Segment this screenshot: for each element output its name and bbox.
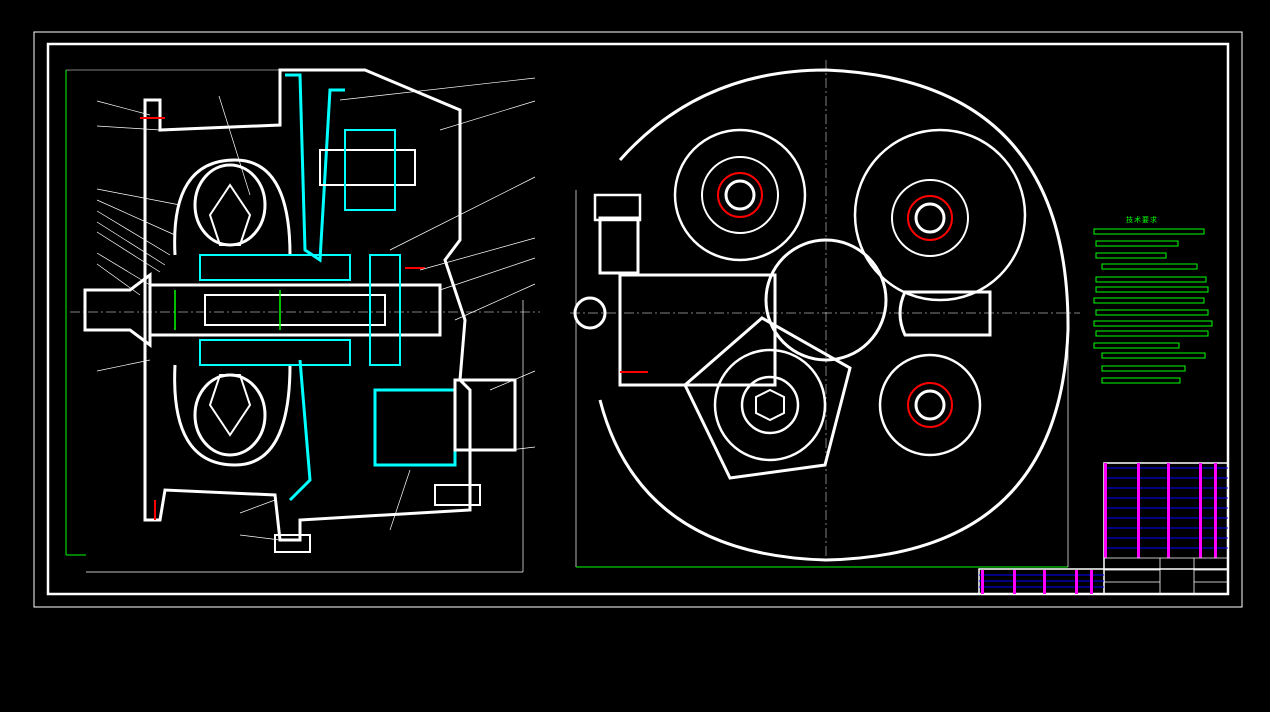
technical-requirements-lines [1093, 228, 1213, 384]
title-block [978, 462, 1229, 595]
section-view [65, 68, 540, 573]
inner-frame [46, 42, 1230, 596]
outer-sheet-border [33, 31, 1243, 608]
end-view [570, 60, 1080, 568]
technical-requirements-title: 技术要求 [1126, 216, 1158, 224]
